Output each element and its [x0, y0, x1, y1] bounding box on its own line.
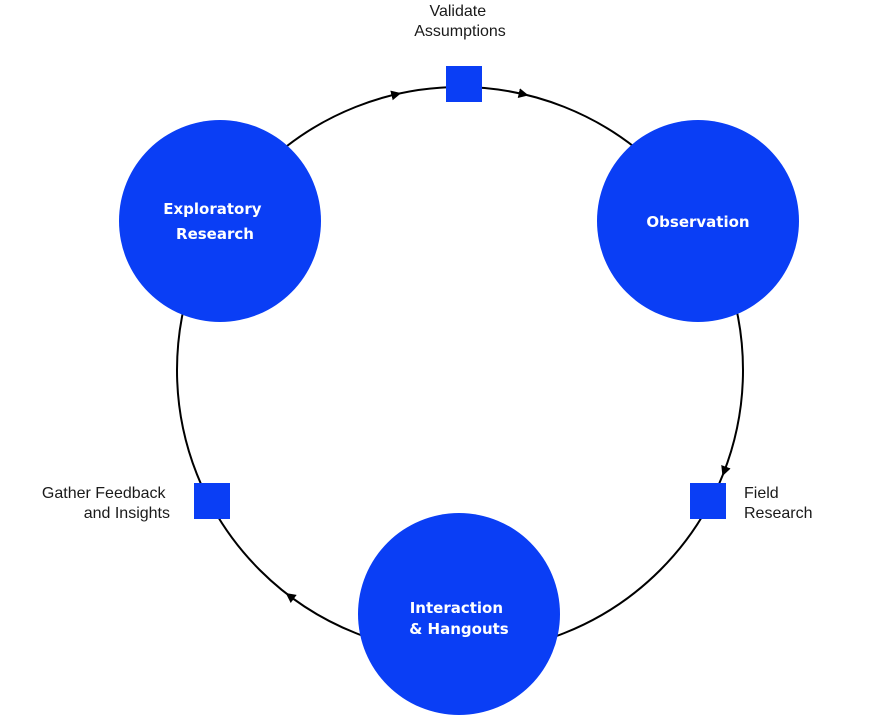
node-circle	[119, 120, 321, 322]
node-label-line: & Hangouts	[409, 620, 509, 638]
node-label: Interaction & Hangouts	[409, 599, 509, 638]
node-label: Exploratory Research	[163, 200, 267, 243]
node-circle	[358, 513, 560, 715]
step-validate-assumptions: Validate Assumptions	[414, 3, 506, 102]
node-interaction-hangouts: Interaction & Hangouts	[358, 513, 560, 715]
step-label-line: Field	[744, 485, 779, 502]
node-label: Observation	[646, 213, 749, 231]
step-marker	[446, 66, 482, 102]
node-label-line: Exploratory	[163, 200, 261, 218]
node-circle	[597, 120, 799, 322]
step-label-line: Research	[744, 505, 812, 522]
node-label-line: Interaction	[410, 599, 503, 617]
step-label: Gather Feedback and Insights	[42, 485, 170, 522]
node-exploratory-research: Exploratory Research	[119, 120, 321, 322]
step-label: Field Research	[744, 485, 812, 522]
step-field-research: Field Research	[690, 483, 812, 522]
step-marker	[194, 483, 230, 519]
step-label: Validate Assumptions	[414, 3, 506, 40]
step-gather-feedback: Gather Feedback and Insights	[42, 483, 230, 522]
step-label-line: Gather Feedback	[42, 485, 167, 502]
step-marker	[690, 483, 726, 519]
node-observation: Observation	[597, 120, 799, 322]
step-label-line: and Insights	[84, 505, 170, 522]
node-label-line: Research	[176, 225, 254, 243]
step-label-line: Assumptions	[414, 23, 506, 40]
node-label-line: Observation	[646, 213, 749, 231]
step-label-line: Validate	[429, 3, 486, 20]
